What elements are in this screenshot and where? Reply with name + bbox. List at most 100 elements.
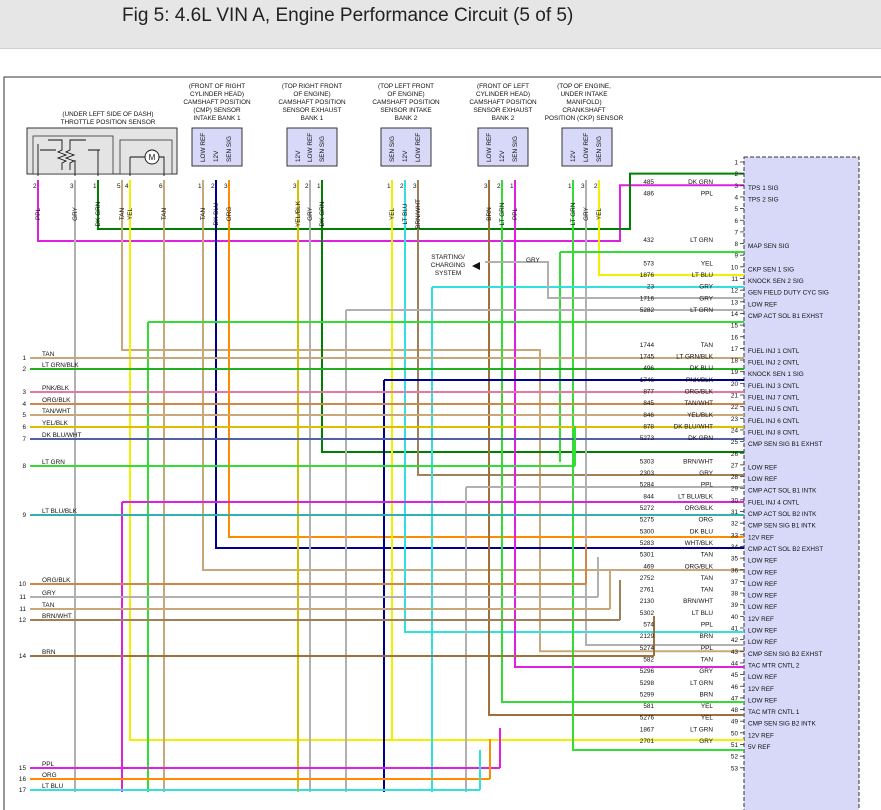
pcm-pin-number: 8 [734,241,738,248]
motor-label: M [149,153,156,162]
left-terminal-number: 3 [22,389,26,396]
sensor-pin-label: LOW REF [486,133,493,162]
circuit-number: 469 [643,563,654,570]
pcm-pin-row: 9 [734,253,744,260]
sensor-wire-color: LT GRN [570,202,577,225]
sensor-wire-color: BRN/WHT [415,199,422,229]
sensor-pin-number: 2 [33,183,37,190]
sensor-pin-label: LOW REF [583,133,590,162]
sensor-pin-number: 1 [510,183,514,190]
pcm-pin-row: 52 [731,754,744,761]
pcm-pin-row: 2 [734,171,744,178]
sensor-pin-label: 12V [402,150,409,162]
pcm-pin-number: 26 [731,451,739,458]
circuit-number: 845 [643,400,654,407]
pcm-pin-function: FUEL INJ 5 CNTL [748,406,800,413]
pcm-pin-number: 16 [731,334,739,341]
pcm-pin-function: LOW REF [748,628,777,635]
pcm-wire-color: PPL [701,482,714,489]
sensor-wire-color: DK GRN [95,201,102,226]
pcm-pin-number: 14 [731,311,739,318]
circuit-number: 1744 [640,342,655,349]
pcm-pin-number: 17 [731,346,739,353]
circuit-number: 1746 [640,377,655,384]
sensor-pin-number: 3 [484,183,488,190]
pcm-pin-number: 33 [731,532,739,539]
wire-cmp-b2e-12v [501,180,744,703]
sensor-wire-color: LT BLU [402,203,409,224]
circuit-number: 5284 [640,482,655,489]
pcm-wire-color: DK BLU/WHT [674,423,714,430]
left-terminal-number: 11 [19,606,26,613]
sensor-caption: (TOP RIGHT FRONT [282,83,342,90]
sensor-caption: (UNDER LEFT SIDE OF DASH) [62,111,153,118]
pcm-wire-color: PNK/BLK [686,377,714,384]
pcm-pin-function: KNOCK SEN 1 SIG [748,371,804,378]
figure-title: Fig 5: 4.6L VIN A, Engine Performance Ci… [122,5,574,26]
pcm-pin-number: 12 [731,288,739,295]
pcm-pin-number: 20 [731,381,739,388]
sensor-wire-color: ORG [226,207,233,222]
wire-cmp-b2e-sig [514,180,744,668]
sensor-pin-number: 1 [198,183,202,190]
left-terminal-wire-color: PNK/BLK [42,385,70,392]
pcm-pin-function: LOW REF [748,604,777,611]
sensor-caption: OF ENGINE) [387,91,424,98]
left-terminal-number: 17 [19,787,27,794]
left-terminal-wire-color: TAN/WHT [42,408,71,415]
pcm-pin-number: 40 [731,614,739,621]
pcm-pin-number: 44 [731,660,739,667]
pcm-pin-function: LOW REF [748,301,777,308]
sensor-pin-number: 1 [387,183,391,190]
pcm-pin-number: 42 [731,637,739,644]
left-terminal-wire-color: LT BLU/BLK [42,508,78,515]
sensor-caption: (TOP LEFT FRONT [378,83,434,90]
wire-tps2 [37,180,744,242]
pcm-pin-function: TPS 2 SIG [748,196,779,203]
left-terminal-number: 8 [22,463,26,470]
pcm-pin-number: 10 [731,264,739,271]
sensor-caption: CAMSHAFT POSITION [183,99,251,106]
pcm-pin-function: LOW REF [748,476,777,483]
wire-cmp-b2i-sig [391,180,744,741]
pcm-pin-function: LOW REF [748,464,777,471]
pcm-pin-row: 26 [731,451,744,458]
pcm-wire-color: TAN [701,575,714,582]
pcm-pin-function: FUEL INJ 8 CNTL [748,429,800,436]
resistor-2-icon [64,139,86,170]
pcm-wire-color: ORG/BLK [685,563,714,570]
sensor-wire-color: DK GRN [319,201,326,226]
pcm-wire-color: PPL [701,622,714,629]
wire-cmp-b1i-lowref [202,180,744,571]
pcm-pin-function: CMP ACT SOL B2 EXHST [748,546,823,553]
circuit-number: 2761 [640,587,655,594]
left-terminal-wire-color: TAN [42,351,55,358]
left-terminal-wire-color: ORG/BLK [42,577,71,584]
pcm-pin-function: TAC MTR CNTL 1 [748,709,800,716]
left-terminal-wire-color: GRY [42,590,56,597]
pcm-pin-row: 15 [731,323,744,330]
pcm-pin-function: FUEL INJ 1 CNTL [748,348,800,355]
starting-charging-label: SYSTEM [435,270,461,277]
pcm-wire-color: LT GRN [690,680,713,687]
pcm-pin-number: 4 [734,194,738,201]
wire-ckp-lowref [585,180,744,646]
pcm-pin-number: 23 [731,416,739,423]
left-terminal-number: 4 [22,401,26,408]
